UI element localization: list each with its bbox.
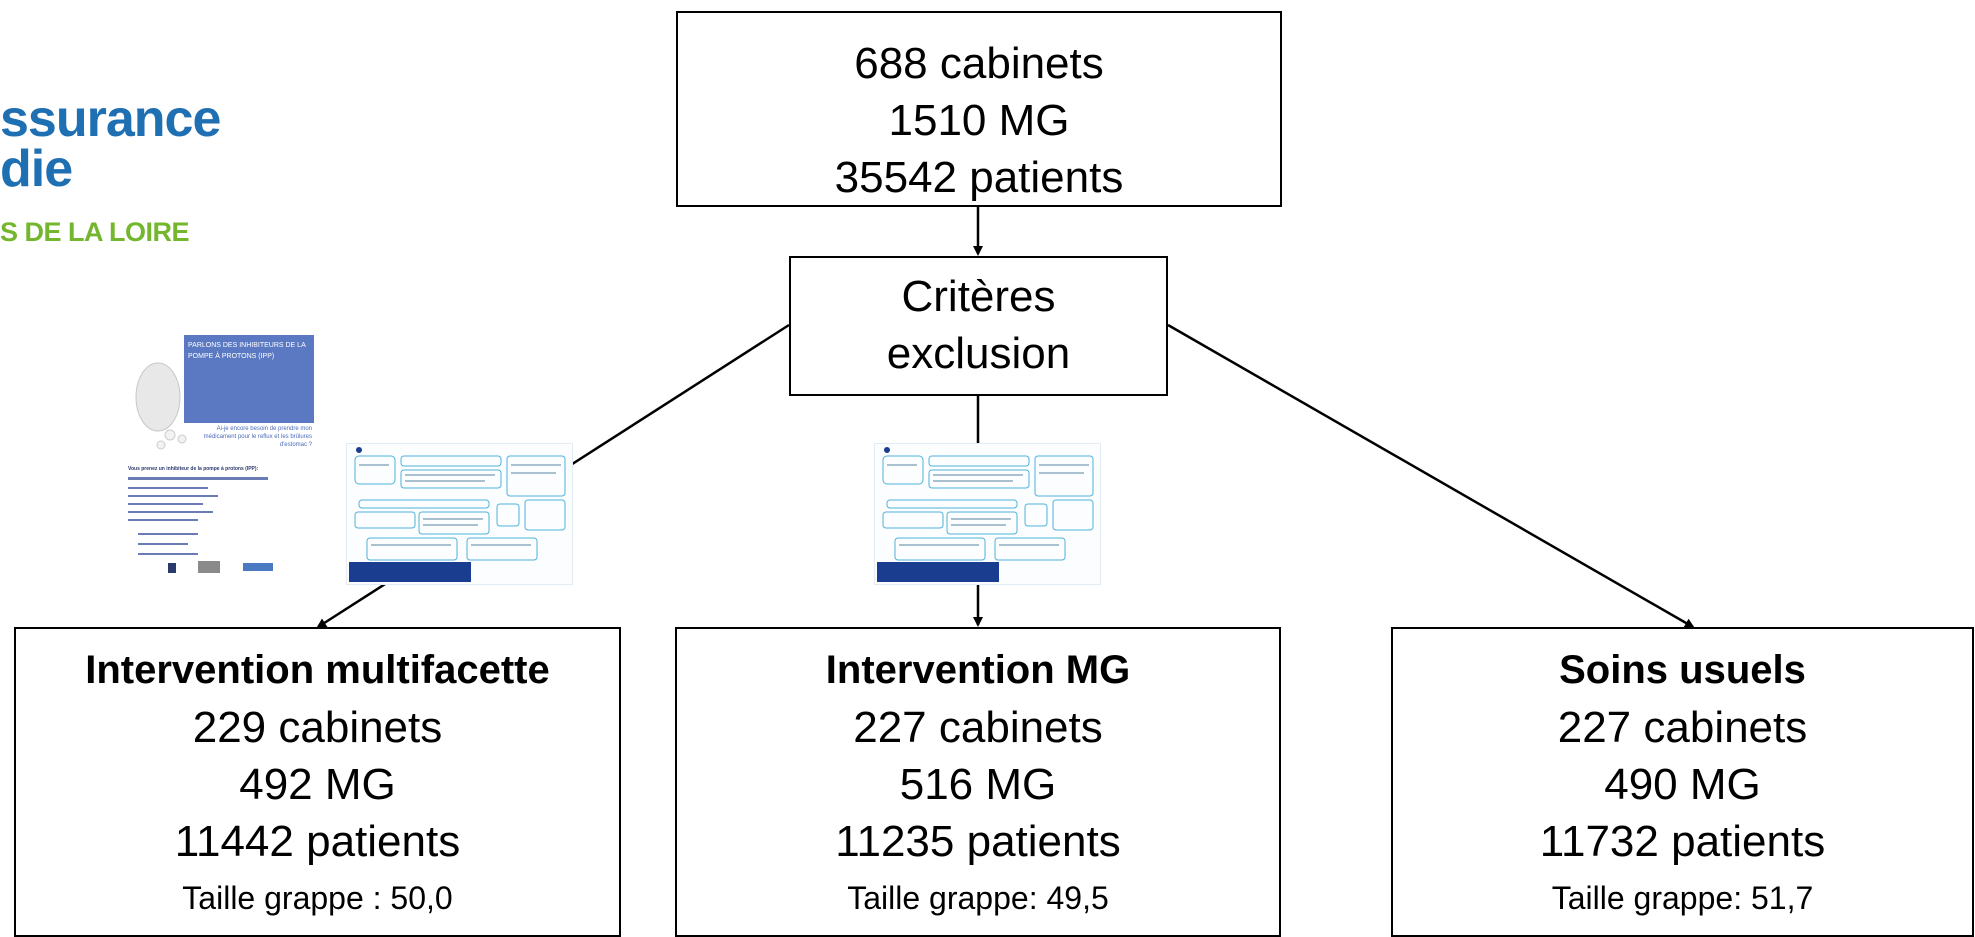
logo-line-3: S DE LA LOIRE xyxy=(0,217,190,247)
algorithm-drawing-left xyxy=(349,447,566,582)
ipp-brochure-image: PARLONS DES INHIBITEURS DE LA POMPE À PR… xyxy=(128,335,314,585)
logo-line-1: ssurance xyxy=(0,90,221,148)
deprescribing-algorithm-image-left xyxy=(346,443,573,585)
group-mg: 490 MG xyxy=(1604,760,1761,809)
group-cluster-size: Taille grappe : 50,0 xyxy=(182,880,453,916)
group-cabinets: 227 cabinets xyxy=(853,703,1103,752)
total-patients: 35542 patients xyxy=(834,153,1124,202)
brochure-title: PARLONS DES INHIBITEURS DE LA POMPE À PR… xyxy=(188,342,306,360)
group-box-intervention-mg: Intervention MG 227 cabinets 516 MG 1123… xyxy=(675,627,1281,937)
group-cluster-size: Taille grappe: 51,7 xyxy=(1551,880,1814,916)
exclusion-criteria-box: Critères exclusion xyxy=(789,256,1168,396)
group-title: Intervention multifacette xyxy=(85,648,550,692)
criteria-line-1: Critères xyxy=(901,272,1056,321)
group-cluster-size: Taille grappe: 49,5 xyxy=(847,880,1109,916)
group-patients: 11235 patients xyxy=(835,817,1121,866)
total-mg: 1510 MG xyxy=(888,96,1070,145)
total-population-box: 688 cabinets 1510 MG 35542 patients xyxy=(676,11,1282,207)
group-title: Soins usuels xyxy=(1559,648,1806,692)
deprescribing-algorithm-image-center xyxy=(874,443,1101,585)
total-cabinets: 688 cabinets xyxy=(854,39,1104,88)
logo-line-2: die xyxy=(0,140,73,198)
group-box-multifacette: Intervention multifacette 229 cabinets 4… xyxy=(14,627,621,937)
group-cabinets: 229 cabinets xyxy=(192,703,443,752)
group-mg: 492 MG xyxy=(239,760,396,809)
brochure-subtitle: Ai-je encore besoin de prendre mon médic… xyxy=(203,426,312,448)
group-patients: 11442 patients xyxy=(174,817,461,866)
group-mg: 516 MG xyxy=(899,760,1057,809)
criteria-line-2: exclusion xyxy=(886,329,1071,378)
group-box-soins-usuels: Soins usuels 227 cabinets 490 MG 11732 p… xyxy=(1391,627,1974,937)
algorithm-drawing-center xyxy=(877,447,1094,582)
brochure-drawing xyxy=(128,335,314,573)
arrow-criteria-to-soins-usuels xyxy=(1167,323,1695,629)
group-cabinets: 227 cabinets xyxy=(1557,703,1808,752)
group-title: Intervention MG xyxy=(825,648,1131,692)
assurance-maladie-logo: ssurance die S DE LA LOIRE xyxy=(0,85,240,265)
group-patients: 11732 patients xyxy=(1539,817,1826,866)
brochure-question: Vous prenez un inhibiteur de la pompe à … xyxy=(128,466,259,472)
